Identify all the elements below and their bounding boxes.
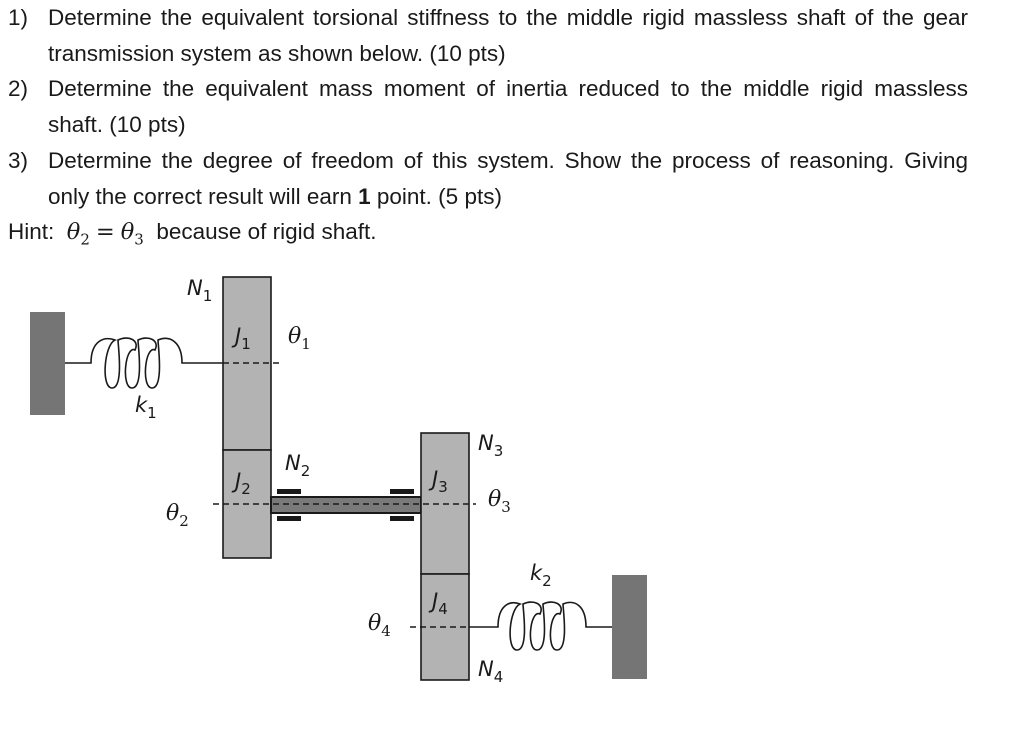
rigid-massless-shaft <box>270 496 422 514</box>
label-j3: J3 <box>428 467 448 496</box>
hint-rhs-sub: 3 <box>134 230 144 249</box>
spring-k1 <box>65 337 223 389</box>
label-k1: k1 <box>135 393 157 422</box>
bearing-left-top <box>277 489 301 494</box>
left-fixed-wall <box>30 312 65 415</box>
label-n2: N2 <box>285 451 310 480</box>
question-3-text-end: point. (5 pts) <box>370 183 502 209</box>
right-fixed-wall <box>612 575 647 679</box>
hint-lhs-symbol: θ <box>66 219 81 246</box>
problem-statement: 1) Determine the equivalent torsional st… <box>8 0 968 258</box>
hint-rhs-symbol: θ <box>120 219 135 246</box>
question-3-text: Determine the degree of freedom of this … <box>48 147 968 209</box>
label-theta1: θ1 <box>288 324 311 353</box>
question-2-number: 2) <box>8 76 29 102</box>
label-j4: J4 <box>428 589 448 618</box>
question-1: 1) Determine the equivalent torsional st… <box>8 0 968 71</box>
bearing-left-bottom <box>277 516 301 521</box>
hint-rhs: θ3 <box>120 219 144 249</box>
hint-prefix: Hint: <box>8 219 55 245</box>
hint-lhs-sub: 2 <box>80 230 90 249</box>
question-1-text: Determine the equivalent torsional stiff… <box>48 5 968 66</box>
label-j2: J2 <box>231 469 251 498</box>
bearing-right-bottom <box>390 516 414 521</box>
label-k2: k2 <box>530 561 552 590</box>
question-2-text: Determine the equivalent mass moment of … <box>48 76 968 138</box>
hint-suffix: because of rigid shaft. <box>156 219 377 245</box>
bearing-right-top <box>390 489 414 494</box>
label-n3: N3 <box>478 431 503 460</box>
question-3: 3) Determine the degree of freedom of th… <box>8 143 968 214</box>
question-2: 2) Determine the equivalent mass moment … <box>8 71 968 142</box>
hint-equals: = <box>95 219 115 246</box>
bearings <box>277 489 414 521</box>
question-3-bold-points: 1 <box>358 183 371 209</box>
label-theta3: θ3 <box>488 487 511 516</box>
hint: Hint: θ2=θ3 because of rigid shaft. <box>8 214 968 258</box>
label-theta2: θ2 <box>166 501 189 530</box>
label-theta4: θ4 <box>368 611 391 640</box>
label-n1: N1 <box>187 276 212 305</box>
question-1-number: 1) <box>8 5 29 30</box>
label-n4: N4 <box>478 657 503 686</box>
label-j1: J1 <box>231 324 251 353</box>
question-3-number: 3) <box>8 147 29 173</box>
hint-lhs: θ2 <box>66 219 90 249</box>
spring-k2 <box>469 601 612 651</box>
